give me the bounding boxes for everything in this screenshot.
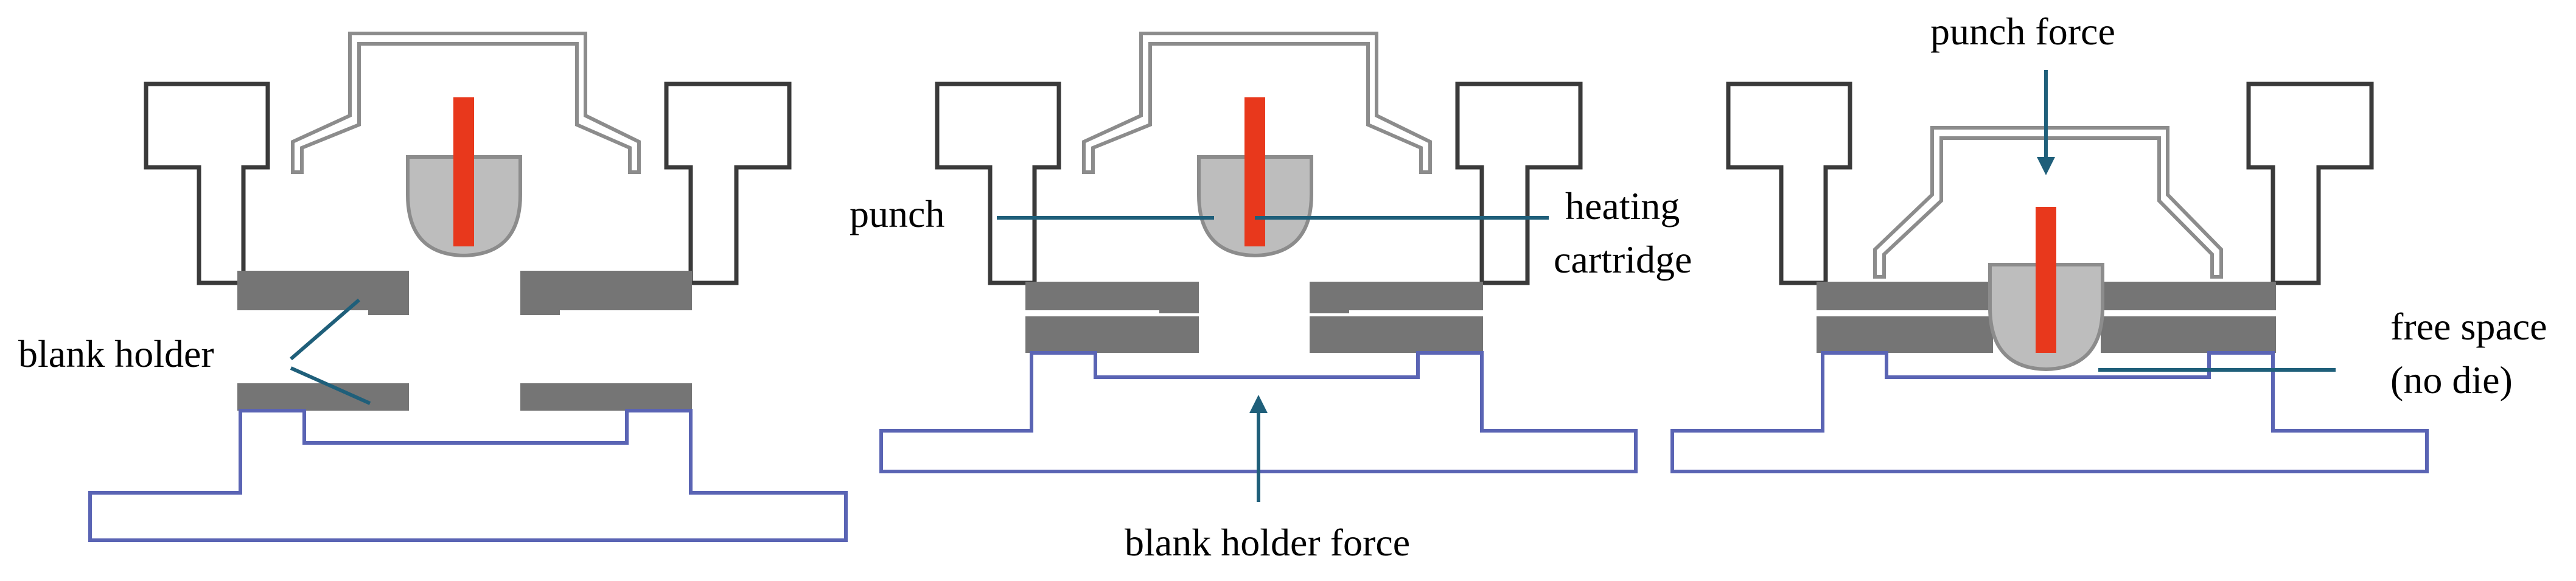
upper-blank-holder-right: [520, 271, 692, 315]
panel-1: [88, 32, 848, 542]
upper-tool-left: [144, 82, 270, 285]
heating-cartridge-tip: [459, 97, 469, 140]
punch-holder: [1082, 32, 1432, 174]
label-punch: punch: [850, 192, 945, 235]
upper-tool-right: [1455, 82, 1583, 285]
blank-holder-pointer-upper: [290, 298, 360, 361]
punch-holder: [1873, 126, 2223, 279]
lower-tool: [88, 409, 848, 542]
lower-blank-holder-left: [237, 383, 409, 411]
heating-cartridge-tip: [2042, 207, 2051, 249]
label-blank-holder-force: blank holder force: [1125, 521, 1411, 564]
lower-blank-holder-right: [2101, 316, 2276, 353]
lower-blank-holder-right: [1310, 316, 1483, 353]
label-heating-cartridge-line2: cartridge: [1554, 238, 1692, 281]
upper-blank-holder-left: [1025, 282, 1199, 313]
upper-blank-holder-left: [237, 271, 409, 315]
upper-tool-right: [2246, 82, 2374, 285]
punch-holder: [291, 32, 641, 174]
upper-blank-holder-left: [1817, 282, 1993, 310]
upper-blank-holder-right: [2101, 282, 2276, 310]
upper-tool-left: [1726, 82, 1852, 285]
label-free-space-line1: free space: [2390, 305, 2547, 348]
label-free-space-line2: (no die): [2390, 358, 2513, 402]
blank-holder-pointer-lower: [290, 366, 371, 405]
lower-tool: [1670, 351, 2429, 473]
label-punch-force: punch force: [1930, 10, 2115, 53]
lower-tool: [879, 351, 1638, 473]
heating-cartridge-tip: [1251, 97, 1260, 140]
lower-blank-holder-left: [1817, 316, 1993, 353]
upper-tool-left: [935, 82, 1061, 285]
upper-blank-holder-right: [1310, 282, 1483, 313]
label-heating-cartridge-line1: heating: [1565, 184, 1680, 228]
lower-blank-holder-right: [520, 383, 692, 411]
panel-2: [879, 32, 1638, 502]
label-blank-holder: blank holder: [18, 332, 214, 375]
panel-3: [1670, 70, 2429, 473]
lower-blank-holder-left: [1025, 316, 1199, 353]
upper-tool-right: [664, 82, 792, 285]
